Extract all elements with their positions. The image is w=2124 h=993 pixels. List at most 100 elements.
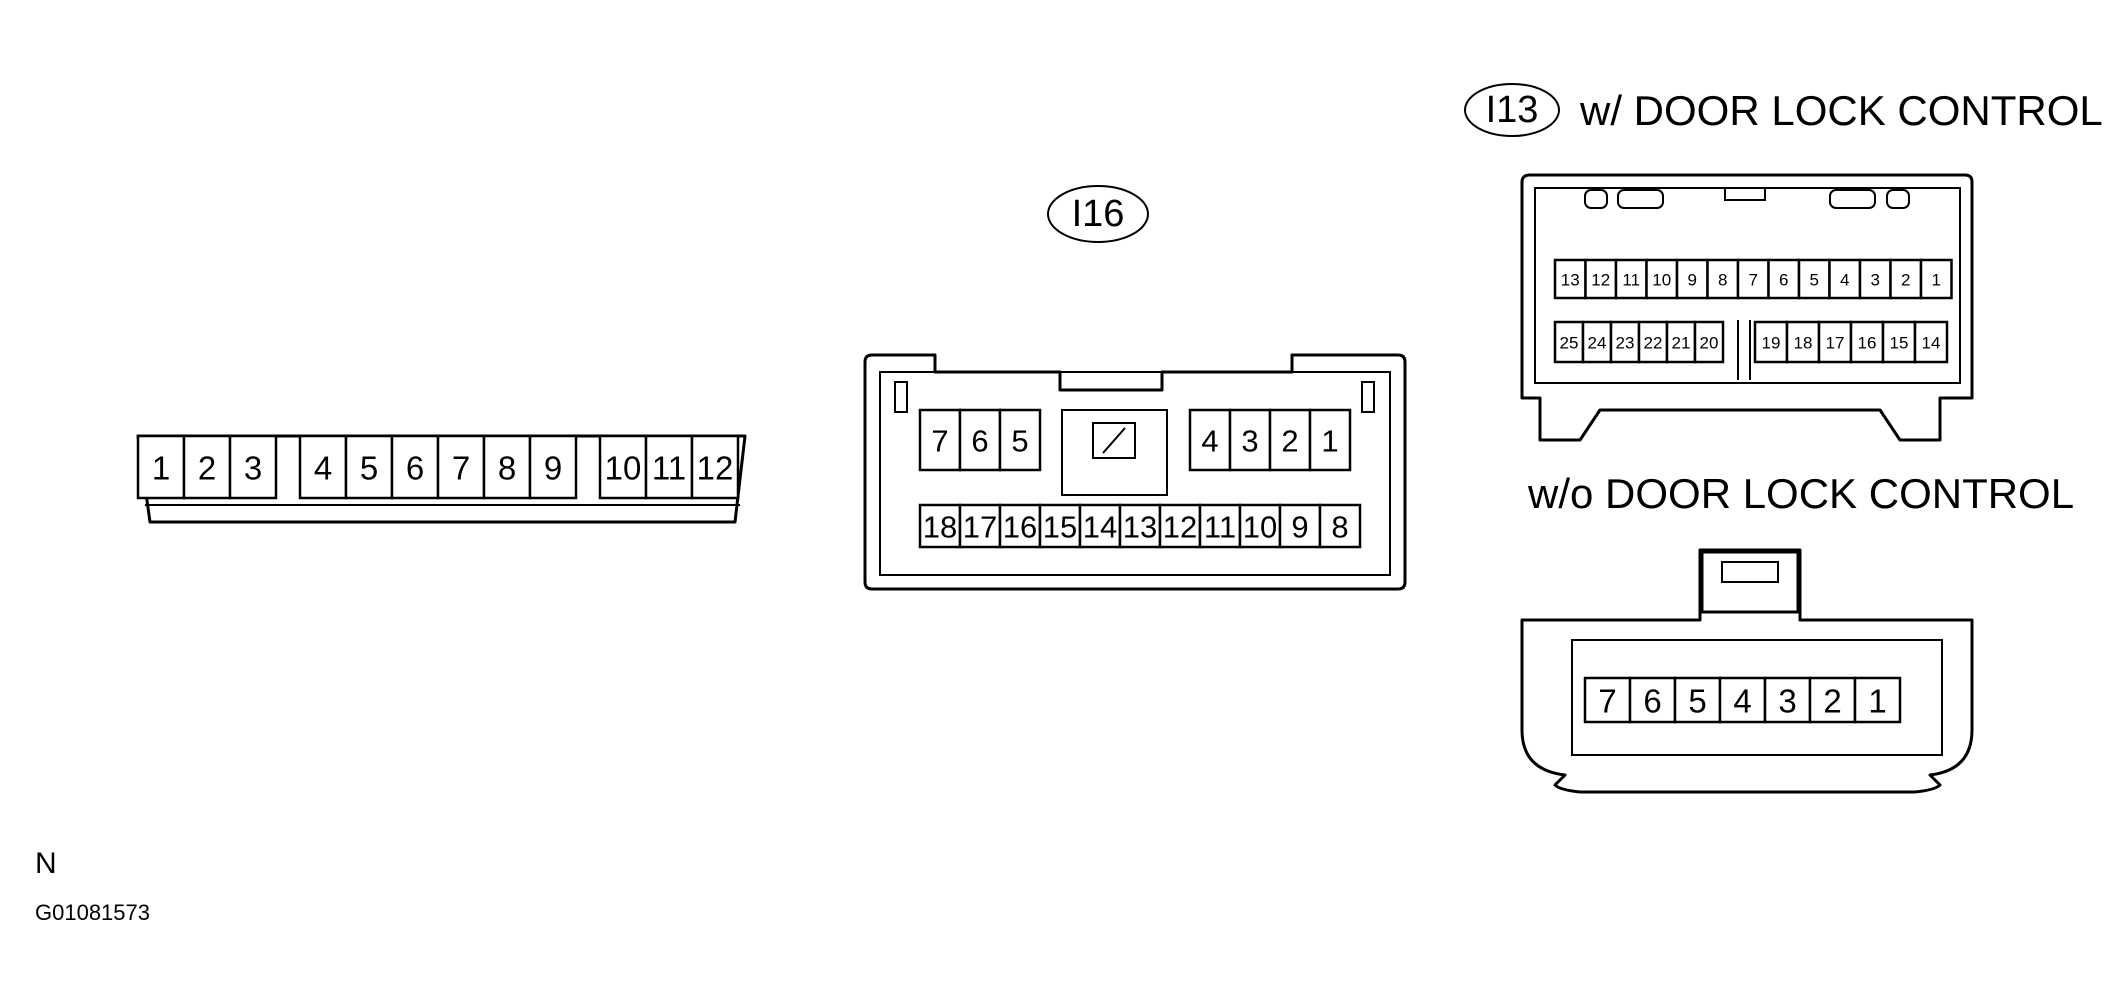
- i13w-pin-24-label: 24: [1588, 334, 1607, 353]
- i16-guide-right: [1361, 381, 1375, 413]
- i16-pin-13-label: 13: [1123, 510, 1157, 545]
- i13w-pin-7-label: 7: [1749, 271, 1758, 290]
- i16-pin-12-label: 12: [1163, 510, 1197, 545]
- i13w-pin-25-cell: [1553, 320, 1585, 364]
- i13-top-notch-3: [1724, 187, 1766, 201]
- i16-tag-oval: [1047, 185, 1149, 243]
- i16-housing: [863, 353, 1407, 591]
- inline-pin-2-cell: [182, 434, 232, 500]
- i16-lock-latch: [1092, 422, 1136, 459]
- inline-pin-10-label: 10: [605, 450, 642, 487]
- i13w-pin-22-cell: [1637, 320, 1669, 364]
- i13w-pin-11-label: 11: [1622, 271, 1640, 290]
- i13w-pin-5-label: 5: [1810, 271, 1819, 290]
- i16-pin-10-label: 10: [1243, 510, 1277, 545]
- inline-pin-7-label: 7: [452, 450, 470, 487]
- figure-id: G01081573: [35, 900, 150, 925]
- i13w-pin-3-cell: [1858, 258, 1892, 300]
- i13w-pin-10-cell: [1645, 258, 1679, 300]
- inline-pin-6-label: 6: [406, 450, 424, 487]
- i16-tag: I16: [1072, 193, 1125, 235]
- i16-pin-3-label: 3: [1241, 424, 1258, 459]
- i13w-pin-13-label: 13: [1561, 271, 1580, 290]
- footer-letter: N: [35, 847, 57, 880]
- i13wo-pin-1-cell: [1853, 676, 1902, 724]
- i13w-pin-11-cell: [1614, 258, 1648, 300]
- i16-pin-1-cell: [1308, 408, 1352, 472]
- i16-guide-left: [894, 381, 908, 413]
- i16-pin-18-label: 18: [923, 510, 957, 545]
- i13w-pin-16-label: 16: [1858, 334, 1877, 353]
- i13w-pin-7-cell: [1736, 258, 1770, 300]
- inline-pin-11-label: 11: [652, 450, 686, 487]
- i13-with-housing: [1520, 173, 1974, 442]
- inline-pin-2-label: 2: [198, 450, 216, 487]
- i13w-pin-9-label: 9: [1688, 271, 1697, 290]
- i16-pin-14-cell: [1078, 503, 1122, 549]
- i16-lock-tab: [1061, 409, 1168, 496]
- i13-without-caption: w/o DOOR LOCK CONTROL: [1527, 470, 2074, 517]
- i16-pin-9-label: 9: [1291, 510, 1308, 545]
- i16-pin-1-label: 1: [1321, 424, 1338, 459]
- inline-pin-1-cell: [136, 434, 186, 500]
- i13-tag: I13: [1486, 89, 1539, 131]
- i13w-pin-21-cell: [1665, 320, 1697, 364]
- inline-pin-8-cell: [482, 434, 532, 500]
- i13wo-pin-5-cell: [1673, 676, 1722, 724]
- i16-pin-15-label: 15: [1043, 510, 1077, 545]
- i13wo-pin-2-label: 2: [1823, 683, 1841, 720]
- i16-pin-17-cell: [958, 503, 1002, 549]
- inline-pin-9-cell: [528, 434, 578, 500]
- i13-with-caption: w/ DOOR LOCK CONTROL: [1579, 87, 2103, 134]
- i13-without-inner-frame: [1571, 639, 1943, 756]
- i13w-pin-23-label: 23: [1616, 334, 1635, 353]
- i13wo-pin-2-cell: [1808, 676, 1857, 724]
- i16-pin-7-label: 7: [931, 424, 948, 459]
- i13wo-pin-7-label: 7: [1598, 683, 1616, 720]
- i13-without-latch-inner: [1721, 561, 1779, 583]
- i13wo-pin-6-cell: [1628, 676, 1677, 724]
- i13w-pin-24-cell: [1581, 320, 1613, 364]
- inline-pin-9-label: 9: [544, 450, 562, 487]
- i13-without-housing: [1520, 548, 1974, 794]
- i13-tag-oval: [1464, 83, 1560, 137]
- i16-lock-slash: [1102, 427, 1126, 454]
- i16-pin-4-label: 4: [1201, 424, 1218, 459]
- i13w-pin-1-label: 1: [1932, 271, 1941, 290]
- inline-pin-3-cell: [228, 434, 278, 500]
- i16-pin-9-cell: [1278, 503, 1322, 549]
- i13w-pin-8-label: 8: [1718, 271, 1727, 290]
- i16-pin-2-label: 2: [1281, 424, 1298, 459]
- i13w-pin-2-label: 2: [1901, 271, 1910, 290]
- i16-pin-8-label: 8: [1331, 510, 1348, 545]
- i16-pin-12-cell: [1158, 503, 1202, 549]
- i16-pin-17-label: 17: [963, 510, 997, 545]
- inline-pin-3-label: 3: [244, 450, 262, 487]
- i16-pin-10-cell: [1238, 503, 1282, 549]
- inline-pin-12-cell: [690, 434, 740, 500]
- inline-pin-1-label: 1: [152, 450, 170, 487]
- i16-pin-14-label: 14: [1083, 510, 1117, 545]
- inline-pin-10-cell: [598, 434, 648, 500]
- i13w-pin-21-label: 21: [1672, 334, 1691, 353]
- i13wo-pin-6-label: 6: [1643, 683, 1661, 720]
- i13wo-pin-4-cell: [1718, 676, 1767, 724]
- i16-pin-5-label: 5: [1011, 424, 1028, 459]
- i13w-pin-12-label: 12: [1591, 271, 1610, 290]
- i16-pin-5-cell: [998, 408, 1042, 472]
- i13w-pin-20-label: 20: [1700, 334, 1719, 353]
- i16-pin-8-cell: [1318, 503, 1362, 549]
- i16-pin-4-cell: [1188, 408, 1232, 472]
- i13w-pin-3-label: 3: [1871, 271, 1880, 290]
- i16-inner-frame: [879, 371, 1391, 576]
- inline-pin-7-cell: [436, 434, 486, 500]
- i13wo-pin-5-label: 5: [1688, 683, 1706, 720]
- i16-pin-6-label: 6: [971, 424, 988, 459]
- i13w-pin-20-cell: [1693, 320, 1725, 364]
